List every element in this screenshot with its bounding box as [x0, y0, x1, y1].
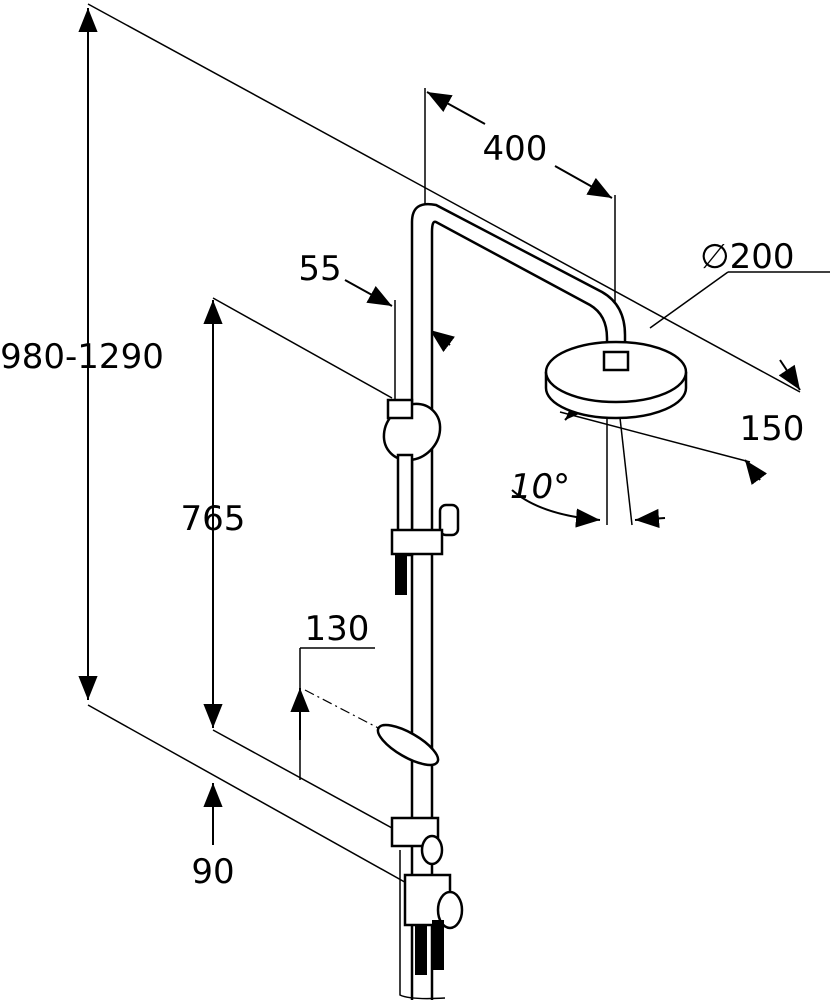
wall-bracket: [376, 723, 444, 866]
label-arm-length: 400: [483, 129, 548, 169]
label-rail-length: 765: [181, 499, 246, 539]
slider-holder: [390, 503, 460, 556]
label-head-projection: 150: [740, 409, 805, 449]
dimension-head-tilt: [511, 399, 666, 528]
label-head-tilt: 10°: [510, 467, 570, 507]
label-head-diameter: ∅200: [700, 237, 795, 277]
label-bottom-offset: 90: [191, 852, 234, 892]
hand-shower: [382, 398, 442, 595]
diverter-valve: [399, 850, 464, 1000]
label-slider-offset: 55: [298, 249, 341, 289]
dimension-slider-offset: [344, 279, 455, 400]
dimension-arm-length: [424, 88, 616, 345]
dimension-head-projection: [744, 359, 801, 485]
extension-lines: [87, 3, 801, 886]
rain-shower-head: [544, 340, 688, 420]
label-holder-adjust: 130: [305, 609, 370, 649]
label-total-height: 980-1290: [0, 337, 164, 377]
